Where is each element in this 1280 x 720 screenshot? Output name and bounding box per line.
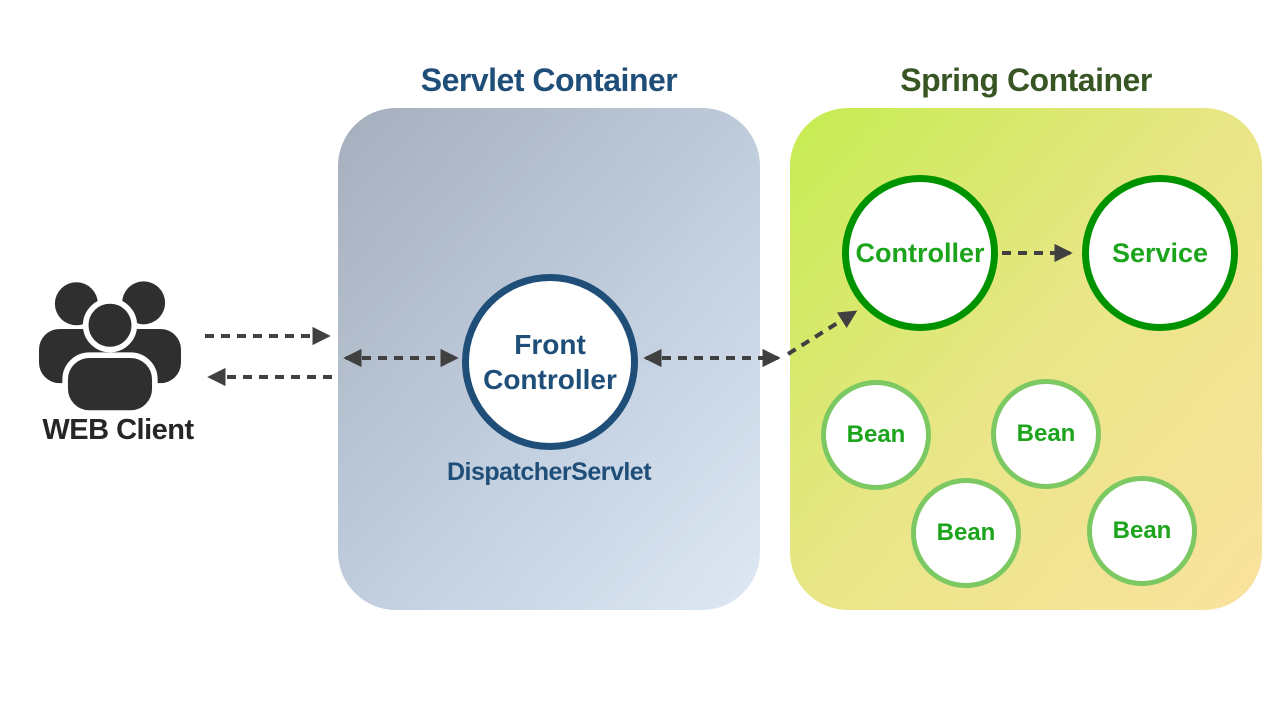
web-client-group: WEB Client xyxy=(18,268,218,452)
spring-container-box: Controller Service Bean Bean Bean Bean xyxy=(790,108,1262,610)
web-client-label: WEB Client xyxy=(42,414,194,446)
bean-label: Bean xyxy=(936,519,996,546)
servlet-container-title: Servlet Container xyxy=(420,62,678,98)
bean-node: Bean xyxy=(911,478,1021,588)
dispatcher-servlet-caption: DispatcherServlet xyxy=(446,458,652,486)
bean-node: Bean xyxy=(821,380,931,490)
users-group-icon xyxy=(39,281,181,414)
controller-label: Controller xyxy=(855,237,985,268)
bean-node: Bean xyxy=(991,379,1101,489)
bean-label: Bean xyxy=(846,421,906,448)
service-node: Service xyxy=(1082,175,1238,331)
service-label: Service xyxy=(1111,237,1209,268)
spring-container-title: Spring Container xyxy=(900,62,1152,98)
front-controller-node: Front Controller xyxy=(462,274,638,450)
bean-label: Bean xyxy=(1016,420,1076,447)
bean-node: Bean xyxy=(1087,476,1197,586)
front-controller-label: Front Controller xyxy=(483,329,617,395)
controller-node: Controller xyxy=(842,175,998,331)
bean-label: Bean xyxy=(1112,517,1172,544)
servlet-container-box: Front Controller DispatcherServlet xyxy=(338,108,760,610)
